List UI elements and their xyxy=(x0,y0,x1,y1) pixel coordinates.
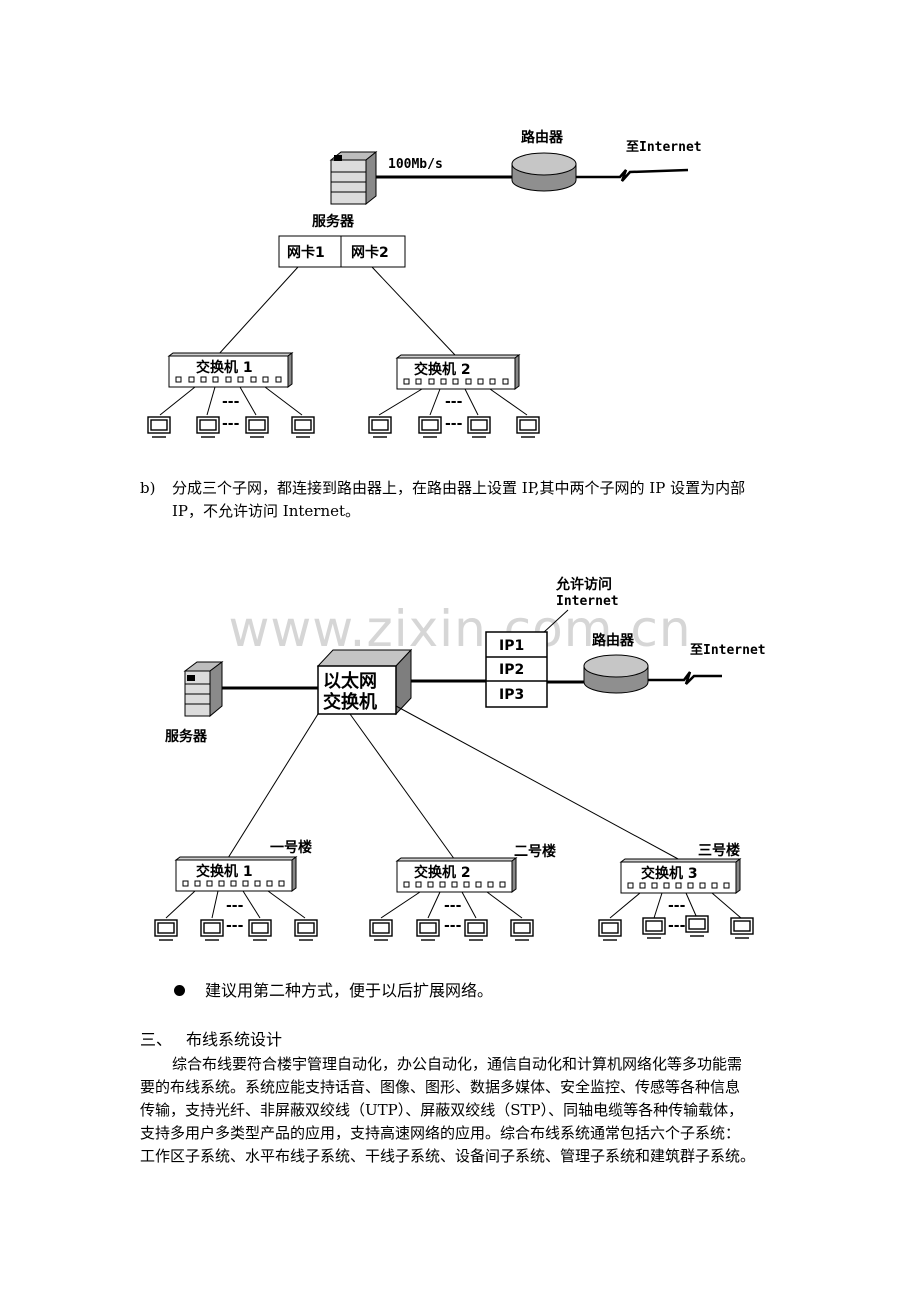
computer-icon xyxy=(294,919,318,941)
network-diagram-1: 100Mb/s 路由器 至Internet 服务器 网卡1 网卡2 交换机 1 … xyxy=(147,129,702,438)
computer-icon xyxy=(368,416,392,438)
body-line-1: 综合布线要符合楼宇管理自动化，办公自动化，通信自动化和计算机网络化等多功能需 xyxy=(172,1055,743,1073)
ethernet-switch-label-1: 以太网 xyxy=(323,670,377,692)
ethernet-switch-label-2: 交换机 xyxy=(323,691,377,713)
item-b-line-2: IP，不允许访问 Internet。 xyxy=(172,502,361,520)
computer-icon xyxy=(245,416,269,438)
switch-2-icon xyxy=(395,857,518,893)
ip1-label: IP1 xyxy=(499,638,524,654)
computer-icon xyxy=(467,416,491,438)
ellipsis-5a: --- xyxy=(668,898,686,914)
switch-1-label-2: 交换机 1 xyxy=(196,863,253,880)
computer-icon xyxy=(200,919,224,941)
router-label-2: 路由器 xyxy=(592,632,635,649)
switch-1-icon xyxy=(174,856,298,892)
ellipsis-2a: --- xyxy=(445,394,463,410)
ethernet-switch-icon xyxy=(316,648,413,716)
computer-icon xyxy=(730,917,754,939)
computer-icon xyxy=(642,917,666,939)
nic1-label: 网卡1 xyxy=(287,244,325,261)
body-line-4: 支持多用户多类型产品的应用，支持高速网络的应用。综合布线系统通常包括六个子系统： xyxy=(140,1124,741,1142)
body-line-5: 工作区子系统、水平布线子系统、干线子系统、设备间子系统、管理子系统和建筑群子系统… xyxy=(140,1147,756,1165)
router-icon xyxy=(583,654,649,694)
network-diagram-2: 允许访问 Internet IP1 IP2 IP3 路由器 至Internet … xyxy=(154,576,766,941)
computer-icon xyxy=(598,919,622,941)
computer-icon xyxy=(510,919,534,941)
building-3-label: 三号楼 xyxy=(698,842,740,859)
ellipsis-1b: --- xyxy=(222,416,240,432)
allow-label-line-1: 允许访问 xyxy=(555,576,612,593)
switch-2-icon xyxy=(395,354,521,390)
computer-icon xyxy=(369,919,393,941)
computer-icon xyxy=(196,416,220,438)
switch-2-label-2: 交换机 2 xyxy=(414,864,471,881)
body-line-3: 传输，支持光纤、非屏蔽双绞线（UTP）、屏蔽双绞线（STP）、同轴电缆等各种传输… xyxy=(140,1101,744,1119)
internet-label: 至Internet xyxy=(626,140,702,155)
bullet-icon xyxy=(174,985,185,996)
computer-icon xyxy=(685,915,709,937)
computer-icon xyxy=(248,919,272,941)
allow-label-line-2: Internet xyxy=(556,594,619,609)
item-b-line-1: 分成三个子网，都连接到路由器上，在路由器上设置 IP,其中两个子网的 IP 设置… xyxy=(172,479,746,497)
router-label: 路由器 xyxy=(521,129,564,146)
computer-icon xyxy=(418,416,442,438)
ip3-label: IP3 xyxy=(499,687,524,703)
ellipsis-1a: --- xyxy=(222,394,240,410)
ellipsis-4b: --- xyxy=(444,918,462,934)
ellipsis-3a: --- xyxy=(226,898,244,914)
ellipsis-2b: --- xyxy=(445,416,463,432)
switch-1-label: 交换机 1 xyxy=(196,359,253,376)
switch-3-label: 交换机 3 xyxy=(641,865,698,882)
building-2-label: 二号楼 xyxy=(514,843,556,860)
section-number: 三、 xyxy=(140,1030,173,1049)
ellipsis-3b: --- xyxy=(226,918,244,934)
computer-icon xyxy=(464,919,488,941)
item-b-marker: b) xyxy=(140,479,156,497)
bullet-text: 建议用第二种方式，便于以后扩展网络。 xyxy=(205,981,494,1000)
switch-1-icon xyxy=(167,352,294,388)
body-line-2: 要的布线系统。系统应能支持话音、图像、图形、数据多媒体、安全监控、传感等各种信息 xyxy=(140,1078,741,1096)
computer-icon xyxy=(416,919,440,941)
ellipsis-4a: --- xyxy=(444,898,462,914)
server-icon xyxy=(183,661,224,718)
computer-icon xyxy=(291,416,315,438)
computer-icon xyxy=(154,919,178,941)
section-title: 布线系统设计 xyxy=(186,1030,283,1049)
switch-3-icon xyxy=(619,858,742,894)
server-label-2: 服务器 xyxy=(165,728,208,745)
server-label: 服务器 xyxy=(312,213,355,230)
ip2-label: IP2 xyxy=(499,662,524,678)
internet-label-2: 至Internet xyxy=(690,643,766,658)
switch-2-label: 交换机 2 xyxy=(414,361,471,378)
nic2-label: 网卡2 xyxy=(351,244,389,261)
server-icon xyxy=(329,150,378,206)
computer-icon xyxy=(516,416,540,438)
router-icon xyxy=(511,152,577,192)
ellipsis-5b: --- xyxy=(668,918,686,934)
computer-icon xyxy=(147,416,171,438)
building-1-label: 一号楼 xyxy=(270,839,312,856)
link-speed-label: 100Mb/s xyxy=(388,157,443,172)
